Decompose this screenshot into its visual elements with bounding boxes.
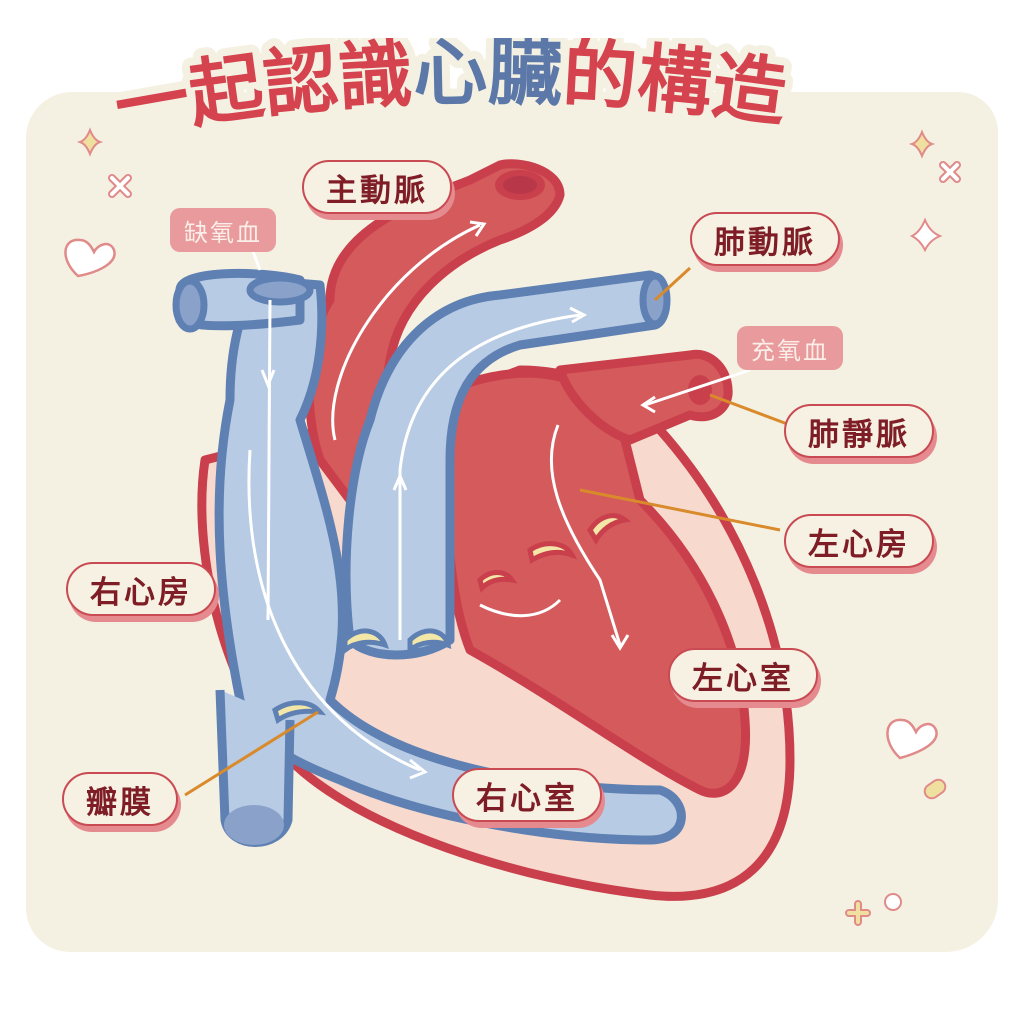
flow-arrows-left bbox=[479, 424, 630, 651]
tag-deoxygenated-blood: 缺氧血 bbox=[170, 208, 276, 252]
right-heart-chambers bbox=[172, 268, 686, 847]
label-pulmonary-artery: 肺動脈 bbox=[690, 212, 840, 266]
sparkle-icon bbox=[909, 217, 943, 253]
decorations bbox=[64, 127, 961, 926]
heart-icon bbox=[886, 718, 938, 760]
label-left-atrium: 左心房 bbox=[784, 514, 934, 568]
pill-icon bbox=[923, 778, 947, 800]
heart-icon bbox=[64, 238, 116, 278]
title-arc: 一起認識心臟的構造 一起認識心臟的構造 bbox=[100, 22, 799, 160]
label-right-atrium: 右心房 bbox=[66, 562, 216, 616]
label-valve: 瓣膜 bbox=[62, 772, 178, 826]
label-pulmonary-vein: 肺靜脈 bbox=[784, 404, 934, 458]
valves bbox=[272, 513, 632, 724]
sparkle-icon bbox=[76, 127, 104, 157]
plus-icon-inner bbox=[847, 902, 869, 924]
circle-icon bbox=[884, 893, 902, 911]
pulmonary-vein bbox=[555, 349, 751, 445]
page-title: 一起認識心臟的構造 一起認識心臟的構造 bbox=[0, 22, 1024, 160]
cross-icon-inner bbox=[110, 176, 130, 196]
tag-oxygenated-blood: 充氧血 bbox=[737, 326, 843, 370]
label-aorta: 主動脈 bbox=[302, 160, 452, 214]
sparkle-icon bbox=[908, 129, 936, 159]
label-right-ventricle: 右心室 bbox=[452, 768, 602, 822]
leader-lines bbox=[184, 266, 791, 797]
label-left-ventricle: 左心室 bbox=[668, 648, 818, 702]
cross-icon-inner bbox=[941, 163, 959, 181]
